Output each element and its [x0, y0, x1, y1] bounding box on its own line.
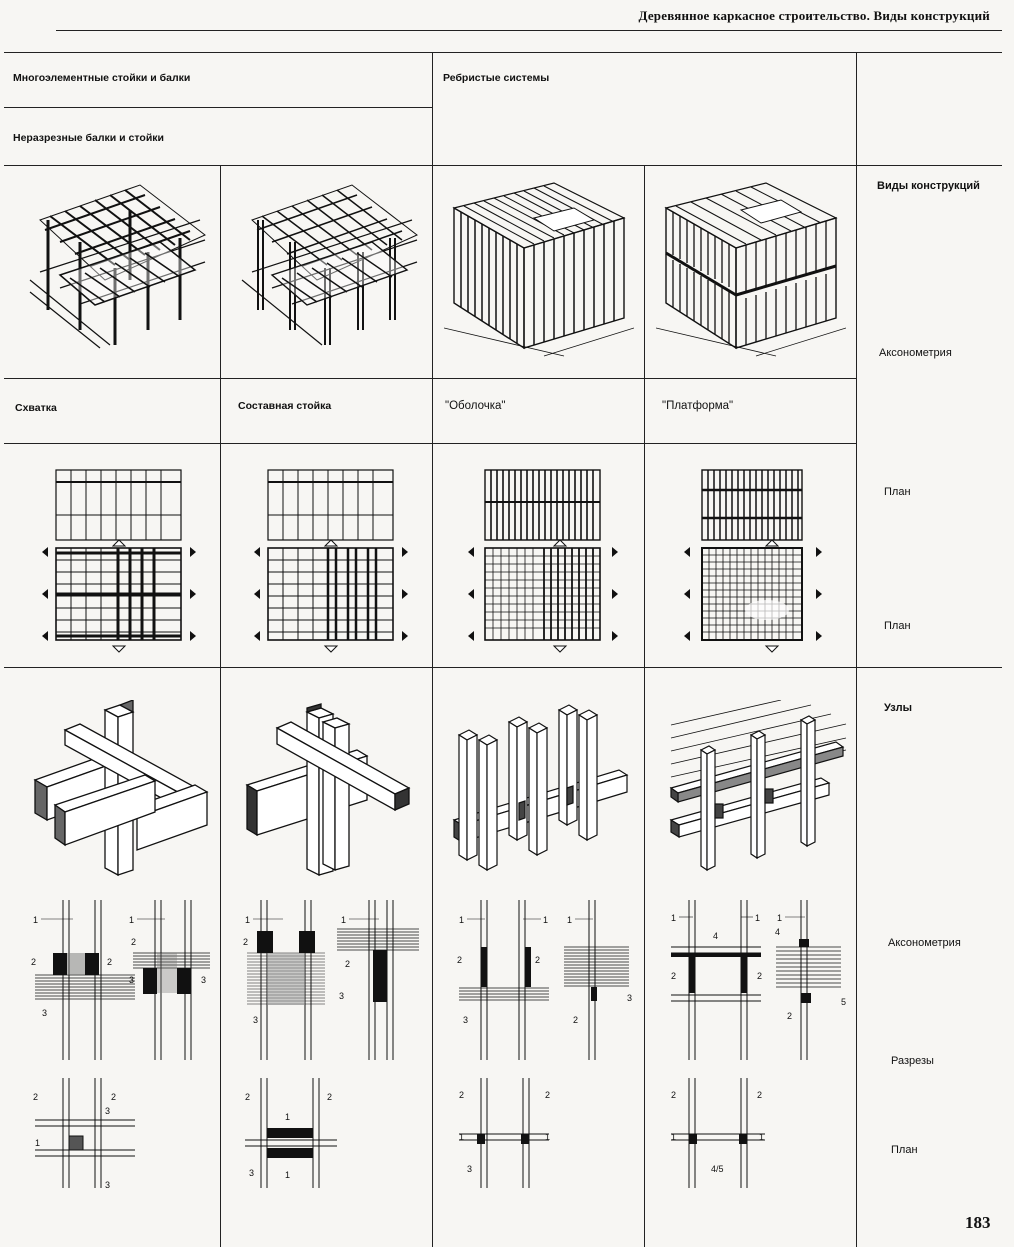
callout-label: 2 — [573, 1015, 578, 1025]
callout-label: 2 — [757, 1090, 762, 1100]
row-rule — [4, 378, 856, 379]
callout-label: 1 — [459, 1132, 464, 1142]
axonometry-composite-post-frame — [241, 184, 418, 346]
label-continuous: Неразрезные балки и стойки — [13, 132, 164, 144]
section-clamp: 1 2 2 3 1 2 3 3 — [31, 900, 210, 1060]
axonometry-platform-frame — [656, 182, 846, 357]
row-rule — [4, 443, 856, 444]
callout-label: 3 — [249, 1168, 254, 1178]
callout-label: 1 — [129, 915, 134, 925]
callout-label: 1 — [285, 1112, 290, 1122]
callout-label: 4 — [713, 931, 718, 941]
callout-label: 2 — [31, 957, 36, 967]
callout-label: 2 — [111, 1092, 116, 1102]
callout-label: 2 — [131, 937, 136, 947]
header-rule — [56, 30, 1002, 31]
node-composite-post — [245, 703, 411, 877]
callout-label: 2 — [535, 955, 540, 965]
callout-label: 2 — [459, 1090, 464, 1100]
callout-label: 2 — [245, 1092, 250, 1102]
column-label-platform: "Платформа" — [662, 400, 734, 412]
page-number: 183 — [965, 1213, 991, 1232]
plan-clamp — [42, 469, 196, 653]
right-label-axonometry: Аксонометрия — [888, 937, 961, 949]
callout-label: 1 — [341, 915, 346, 925]
callout-label: 5 — [841, 997, 846, 1007]
callout-label: 1 — [777, 913, 782, 923]
callout-label: 3 — [467, 1164, 472, 1174]
callout-label: 1 — [671, 1132, 676, 1142]
row-rule — [4, 165, 1002, 166]
callout-label: 3 — [129, 975, 134, 985]
callout-label: 2 — [545, 1090, 550, 1100]
right-label-axonometry: Аксонометрия — [879, 347, 952, 359]
callout-label: 2 — [243, 937, 248, 947]
small-plan-composite-post: 2 2 1 3 1 — [245, 1078, 337, 1188]
callout-label: 1 — [285, 1170, 290, 1180]
callout-label: 2 — [671, 1090, 676, 1100]
callout-label: 4/5 — [711, 1164, 724, 1174]
callout-label: 1 — [545, 1132, 550, 1142]
section-shell: 1 1 2 2 3 1 2 3 — [457, 900, 632, 1060]
col-rule — [856, 52, 857, 1247]
callout-label: 2 — [757, 971, 762, 981]
running-header: Деревянное каркасное строительство. Виды… — [638, 8, 990, 23]
callout-label: 3 — [253, 1015, 258, 1025]
callout-label: 1 — [33, 915, 38, 925]
callout-label: 3 — [627, 993, 632, 1003]
label-ribbed: Ребристые системы — [443, 72, 550, 84]
section-composite-post: 1 2 3 1 2 3 — [243, 900, 419, 1060]
callout-label: 2 — [345, 959, 350, 969]
col-rule — [432, 52, 433, 1247]
right-label-nodes: Узлы — [884, 702, 912, 714]
callout-label: 3 — [339, 991, 344, 1001]
row-rule — [4, 667, 1002, 668]
node-shell — [452, 704, 629, 872]
callout-label: 1 — [35, 1138, 40, 1148]
column-label-clamp: Схватка — [15, 402, 57, 414]
callout-label: 3 — [105, 1180, 110, 1188]
right-label-plan: План — [884, 620, 911, 632]
right-label-types: Виды конструкций — [877, 180, 980, 192]
section-platform: 1 1 4 2 2 1 4 2 5 — [671, 900, 846, 1060]
column-label-shell: "Оболочка" — [445, 400, 506, 412]
callout-label: 3 — [105, 1106, 110, 1116]
callout-label: 2 — [327, 1092, 332, 1102]
row-rule — [4, 107, 432, 108]
small-plan-clamp: 2 2 3 1 3 — [33, 1078, 135, 1188]
table-top-rule — [4, 52, 1002, 53]
callout-label: 2 — [457, 955, 462, 965]
plan-platform — [684, 469, 822, 653]
col-rule — [220, 165, 221, 1247]
callout-label: 1 — [671, 913, 676, 923]
callout-label: 1 — [543, 915, 548, 925]
callout-label: 1 — [245, 915, 250, 925]
small-plan-shell: 2 2 1 1 3 — [459, 1078, 550, 1188]
node-platform — [669, 700, 847, 872]
col-rule — [644, 165, 645, 1247]
callout-label: 1 — [755, 913, 760, 923]
right-label-plan: План — [891, 1144, 918, 1156]
axonometry-clamp-frame — [29, 184, 206, 349]
callout-label: 2 — [33, 1092, 38, 1102]
callout-label: 2 — [671, 971, 676, 981]
plan-shell — [468, 469, 618, 653]
axonometry-shell-frame — [444, 182, 634, 357]
callout-label: 1 — [567, 915, 572, 925]
small-plan-platform: 2 2 1 1 4/5 — [671, 1078, 765, 1188]
right-label-plan: План — [884, 486, 911, 498]
callout-label: 4 — [775, 927, 780, 937]
callout-label: 1 — [759, 1132, 764, 1142]
callout-label: 3 — [201, 975, 206, 985]
label-multi-element: Многоэлементные стойки и балки — [13, 72, 191, 84]
callout-label: 2 — [107, 957, 112, 967]
plan-composite-post — [254, 469, 408, 653]
node-clamp — [33, 700, 209, 877]
callout-label: 3 — [42, 1008, 47, 1018]
callout-label: 2 — [787, 1011, 792, 1021]
column-label-composite-post: Составная стойка — [238, 400, 332, 412]
callout-label: 1 — [459, 915, 464, 925]
callout-label: 3 — [463, 1015, 468, 1025]
right-label-sections: Разрезы — [891, 1055, 934, 1067]
